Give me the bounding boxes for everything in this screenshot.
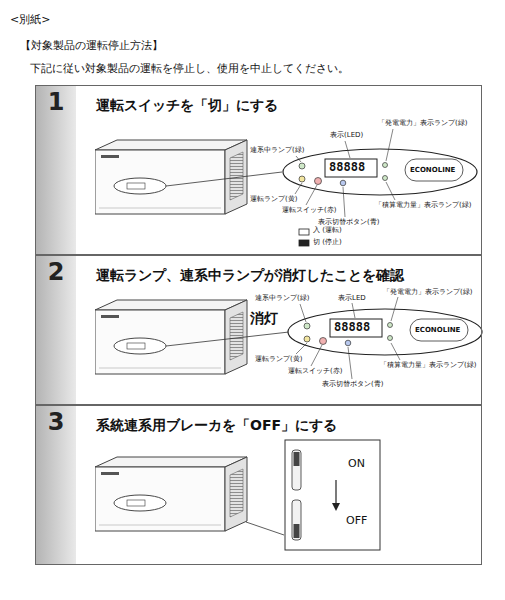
callout-label: 運転スイッチ(赤)	[288, 367, 342, 375]
brand-mark: ECONOLINE	[415, 326, 460, 334]
callout-label: 表示切替ボタン(青)	[318, 218, 379, 226]
callout-label: 「発電電力」表示ランプ(緑)	[383, 288, 472, 296]
document-title: 【対象製品の運転停止方法】	[20, 40, 163, 53]
callout-label: 運転ランプ(黄)	[250, 195, 297, 203]
step-heading: 運転スイッチを「切」にする	[96, 97, 278, 115]
status-label: 消灯	[250, 310, 278, 326]
callout-label: 運転スイッチ(赤)	[282, 206, 336, 214]
instruction-text: 下記に従い対象製品の運転を停止し、使用を中止してください。	[30, 63, 349, 76]
step-number: 1	[36, 88, 76, 116]
step-panel: 3 系統連系用ブレーカを「OFF」にする	[35, 405, 482, 565]
breaker-state-label: ON	[348, 458, 365, 471]
callout-label: 表示(LED)	[330, 131, 363, 139]
step-heading: 運転ランプ、連系中ランプが消灯したことを確認	[96, 267, 404, 285]
callout-label: 連系中ランプ(緑)	[255, 294, 309, 302]
step-heading: 系統連系用ブレーカを「OFF」にする	[96, 417, 337, 435]
callout-label: 表示切替ボタン(青)	[322, 380, 383, 388]
callout-label: 連系中ランプ(緑)	[250, 146, 304, 154]
step-number: 2	[36, 258, 76, 286]
led-digits: 88888	[334, 321, 370, 335]
callout-label: 「発電電力」表示ランプ(緑)	[378, 119, 467, 127]
step-panel: 2 運転ランプ、連系中ランプが消灯したことを確認	[35, 255, 482, 405]
led-digits: 88888	[329, 161, 365, 175]
callout-label: 運転ランプ(黄)	[255, 355, 302, 363]
callout-label: 「積算電力量」表示ランプ(緑)	[380, 361, 476, 369]
step-number: 3	[36, 408, 76, 436]
breaker-state-label: OFF	[346, 515, 367, 528]
brand-mark: ECONOLINE	[410, 166, 455, 174]
callout-label: 「積算電力量」表示ランプ(緑)	[375, 201, 471, 209]
switch-state-label: 入 (運転)	[313, 226, 342, 234]
attachment-mark: <別紙>	[10, 14, 50, 27]
callout-label: 表示LED	[338, 294, 366, 302]
switch-state-label: 切 (停止)	[313, 238, 342, 246]
